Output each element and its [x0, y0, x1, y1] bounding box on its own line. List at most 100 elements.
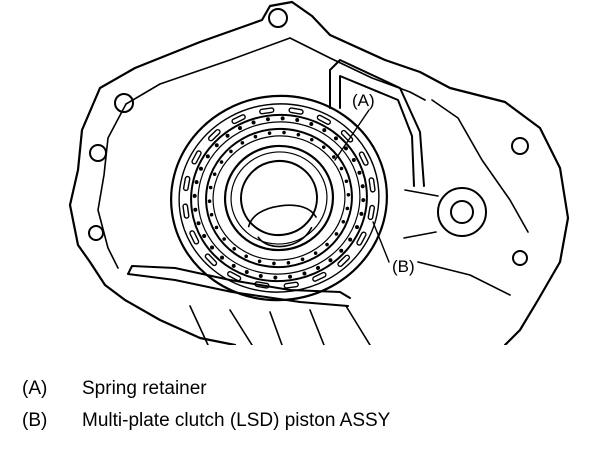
piston-hole: [351, 158, 356, 163]
retainer-hole: [286, 261, 291, 265]
hub-shadow: [247, 204, 317, 248]
retainer-hole: [253, 134, 258, 139]
retainer-hole: [339, 166, 344, 171]
retainer-hole: [244, 254, 248, 259]
retainer-hole: [334, 232, 339, 236]
retainer-hole: [325, 242, 329, 247]
retainer-hole: [310, 137, 314, 142]
retainer-ring: [205, 127, 353, 269]
piston-hole: [359, 211, 364, 216]
hub-step: [230, 151, 328, 245]
piston-hole: [258, 273, 263, 278]
piston-hole: [339, 248, 344, 253]
piston-hole: [355, 225, 360, 230]
piston-hole: [220, 255, 225, 260]
crossbar: [127, 265, 351, 307]
ring-slot: [182, 175, 191, 192]
retainer-hole: [229, 149, 233, 154]
bolt-hole: [89, 144, 107, 162]
piston-holes: [192, 116, 366, 280]
clutch-assembly-diagram: (A) (B): [68, 0, 570, 345]
retainer-hole: [219, 160, 224, 164]
piston-hole: [295, 118, 300, 123]
outer-slots: [182, 107, 376, 289]
piston-hole: [280, 116, 285, 121]
piston-hole: [302, 271, 307, 276]
piston-hole: [273, 275, 278, 280]
bolt-hole: [512, 250, 528, 266]
hub-bore: [240, 159, 318, 237]
ring-slot: [182, 203, 190, 219]
retainer-hole: [345, 206, 350, 211]
boss-outer: [437, 187, 487, 237]
outer-ring: [170, 94, 388, 302]
piston-hole: [322, 128, 327, 133]
retainer-hole: [313, 251, 318, 255]
ring-slot: [356, 231, 367, 246]
ring-slot: [288, 107, 304, 115]
ring-slot: [254, 281, 270, 289]
ring-slot: [227, 271, 242, 282]
ring-slot: [189, 230, 200, 245]
retainer-hole: [332, 155, 336, 159]
bolt-hole: [114, 93, 134, 113]
retainer-hole: [222, 237, 226, 241]
case-outline: [68, 0, 570, 345]
piston-hole: [328, 258, 333, 263]
ring-slot: [204, 253, 218, 267]
piston-hole: [210, 245, 215, 250]
leader-line-b: [372, 221, 390, 263]
retainer-hole: [267, 131, 272, 135]
legend-label: Spring retainer: [82, 377, 207, 399]
ring-slot: [207, 128, 221, 142]
retainer-hole: [257, 259, 262, 264]
ring-slot: [191, 150, 202, 165]
piston-hole: [288, 274, 293, 279]
right-boss: [403, 99, 529, 296]
retainer-hole: [344, 179, 349, 184]
ring-slot: [312, 271, 327, 282]
piston-hole: [196, 221, 201, 226]
piston-hole: [194, 180, 199, 185]
leader-line-a: [334, 109, 370, 161]
piston-hole: [357, 170, 362, 175]
retainer-hole: [300, 257, 305, 262]
retainer-hole: [212, 172, 217, 177]
piston-hole: [193, 207, 198, 212]
callout-b: (B): [392, 257, 415, 276]
piston-hole: [237, 126, 242, 131]
lower-ribs: [189, 305, 371, 345]
ring-slot: [337, 254, 351, 268]
legend-item-b: (B) Multi-plate clutch (LSD) piston ASSY: [22, 404, 592, 436]
piston-ring: [190, 113, 368, 283]
callout-a: (A): [352, 91, 375, 110]
retainer-hole: [207, 199, 212, 203]
piston-hole: [316, 265, 321, 270]
legend-key: (A): [22, 377, 48, 399]
retainer-hole: [282, 130, 286, 135]
boss-housing: [403, 99, 529, 296]
retainer-ring-edge: [212, 135, 346, 261]
bolt-holes: [88, 8, 529, 266]
ring-slot: [283, 281, 299, 289]
retainer-hole: [296, 132, 301, 137]
piston-hole: [343, 146, 348, 151]
retainer-hole: [232, 247, 237, 251]
hub-outer: [223, 144, 335, 252]
piston-hole: [244, 270, 249, 275]
piston-hole: [214, 143, 219, 148]
retainer-hole: [341, 219, 346, 224]
legend-label: Multi-plate clutch (LSD) piston ASSY: [82, 409, 391, 431]
piston-hole: [251, 120, 256, 125]
piston-hole: [202, 233, 207, 238]
piston-hole: [265, 117, 270, 122]
ring-slot: [368, 177, 376, 193]
piston-hole: [231, 263, 236, 268]
boss-inner: [450, 200, 474, 224]
retainer-hole: [321, 145, 326, 149]
pipe: [329, 59, 425, 187]
piston-hole: [333, 136, 338, 141]
retainer-hole: [214, 225, 219, 230]
piston-hole: [192, 193, 197, 198]
legend-item-a: (A) Spring retainer: [22, 372, 592, 404]
